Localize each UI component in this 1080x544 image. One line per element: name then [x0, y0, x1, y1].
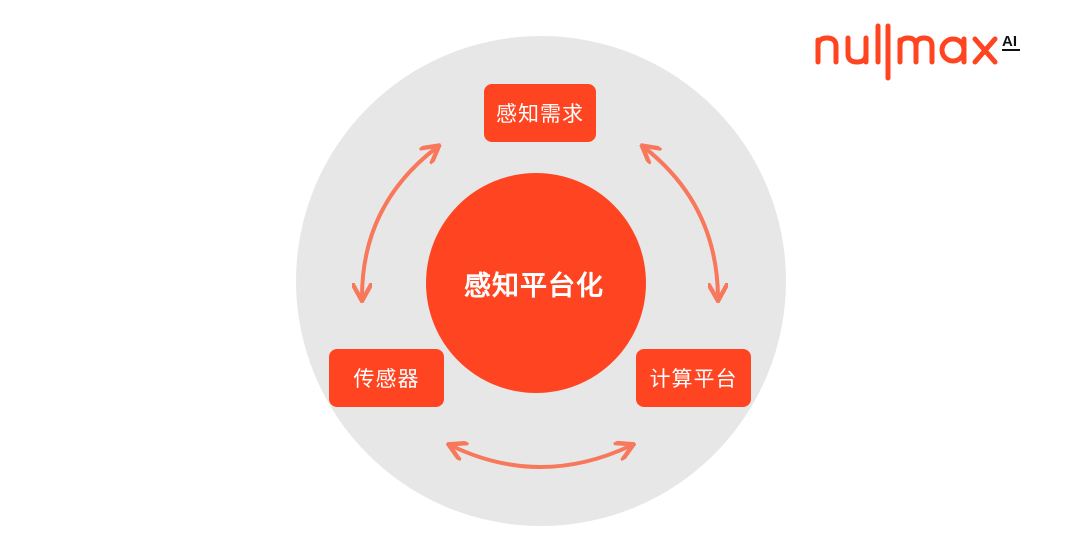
- nullmax-logo: AI: [815, 23, 1020, 81]
- arrow-bottom-cycle: [452, 446, 630, 469]
- center-circle: 感知平台化: [426, 173, 646, 393]
- logo-suffix: AI: [1002, 33, 1017, 50]
- center-label: 感知平台化: [464, 270, 604, 302]
- node-sensor: 传感器: [329, 349, 444, 407]
- arrow-right-cycle: [645, 148, 718, 297]
- node-compute-platform: 计算平台: [636, 349, 751, 407]
- arrow-left-cycle: [362, 148, 436, 297]
- node-perception-demand: 感知需求: [484, 84, 596, 142]
